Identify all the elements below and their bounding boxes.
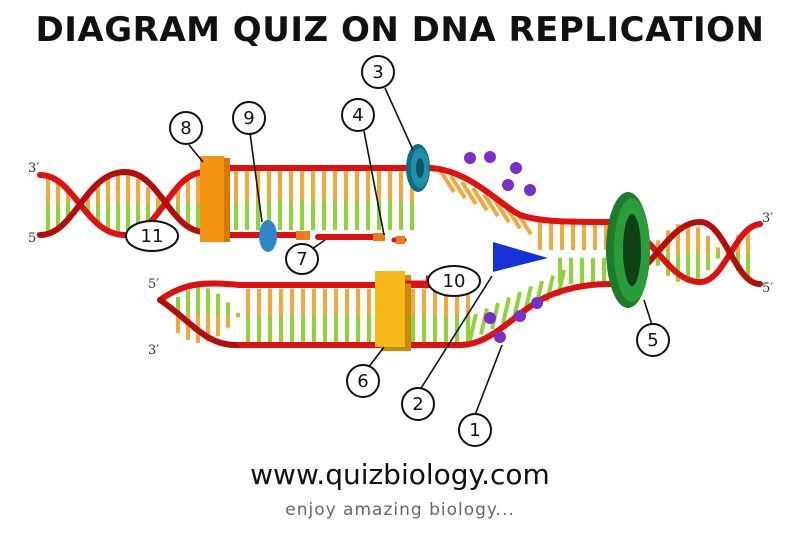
callout-bubble-7 bbox=[285, 243, 319, 275]
topoisomerase bbox=[406, 144, 430, 192]
callout-label-8: 8 bbox=[180, 118, 191, 139]
unpaired-base bbox=[438, 168, 456, 194]
end-label-mid-left-top: 5′ bbox=[28, 231, 39, 246]
callout-bubble-5 bbox=[636, 323, 670, 357]
callout-label-1: 1 bbox=[469, 420, 480, 441]
bottom-helix-strand-a bbox=[157, 280, 243, 303]
callout-label-9: 9 bbox=[243, 108, 254, 129]
parental-helix-strand-a bbox=[37, 169, 208, 239]
end-label-mid-left-bottom: 5′ bbox=[148, 277, 159, 292]
end-label-right-bottom: 5′ bbox=[762, 281, 773, 296]
footer-tagline: enjoy amazing biology... bbox=[285, 500, 515, 520]
unpaired-base bbox=[501, 297, 511, 324]
end-label-bottom-left: 3′ bbox=[148, 343, 159, 358]
callout-label-7: 7 bbox=[296, 249, 307, 270]
leader-lines bbox=[188, 87, 653, 416]
callout-bubble-10 bbox=[427, 265, 481, 297]
callout-label-5: 5 bbox=[647, 330, 658, 351]
bottom-helix-strand-b bbox=[157, 297, 238, 348]
end-label-top-left: 3′ bbox=[28, 161, 39, 176]
callout-label-4: 4 bbox=[352, 105, 363, 126]
callout-bubble-1 bbox=[458, 413, 492, 447]
callouts: 1 2 3 4 5 6 7 8 9 10 11 bbox=[125, 55, 670, 447]
callout-bubble-11 bbox=[125, 220, 179, 252]
primase bbox=[493, 242, 548, 272]
dna-polymerase-leading bbox=[375, 271, 411, 351]
callout-bubble-9 bbox=[232, 101, 266, 135]
footer-url: www.quizbiology.com bbox=[250, 458, 550, 491]
unpaired-base bbox=[479, 308, 489, 335]
callout-bubble-3 bbox=[361, 55, 395, 89]
unpaired-base bbox=[471, 187, 489, 212]
callout-bubble-2 bbox=[401, 387, 435, 421]
dna-ligase bbox=[259, 220, 277, 252]
unpaired-base bbox=[460, 181, 478, 206]
lagging-template-strand bbox=[202, 165, 613, 225]
parental-helix-strand-b bbox=[37, 168, 208, 238]
unpaired-base bbox=[449, 174, 467, 200]
callout-bubble-4 bbox=[341, 98, 375, 132]
end-label-right-top: 3′ bbox=[762, 211, 773, 226]
unpaired-base bbox=[482, 193, 500, 218]
dna-polymerase-lagging bbox=[200, 156, 230, 242]
callout-label-11: 11 bbox=[141, 226, 164, 247]
unpaired-base bbox=[468, 313, 478, 341]
rna-primers bbox=[296, 231, 405, 244]
callout-label-3: 3 bbox=[372, 62, 383, 83]
single-strand-binding-proteins bbox=[464, 151, 543, 343]
unpaired-base bbox=[493, 199, 511, 224]
callout-label-2: 2 bbox=[412, 394, 423, 415]
callout-label-6: 6 bbox=[357, 371, 368, 392]
callout-label-10: 10 bbox=[443, 271, 466, 292]
callout-bubble-8 bbox=[169, 111, 203, 145]
helicase bbox=[606, 192, 650, 308]
page-title: DIAGRAM QUIZ ON DNA REPLICATION bbox=[35, 10, 765, 50]
callout-bubble-6 bbox=[346, 364, 380, 398]
